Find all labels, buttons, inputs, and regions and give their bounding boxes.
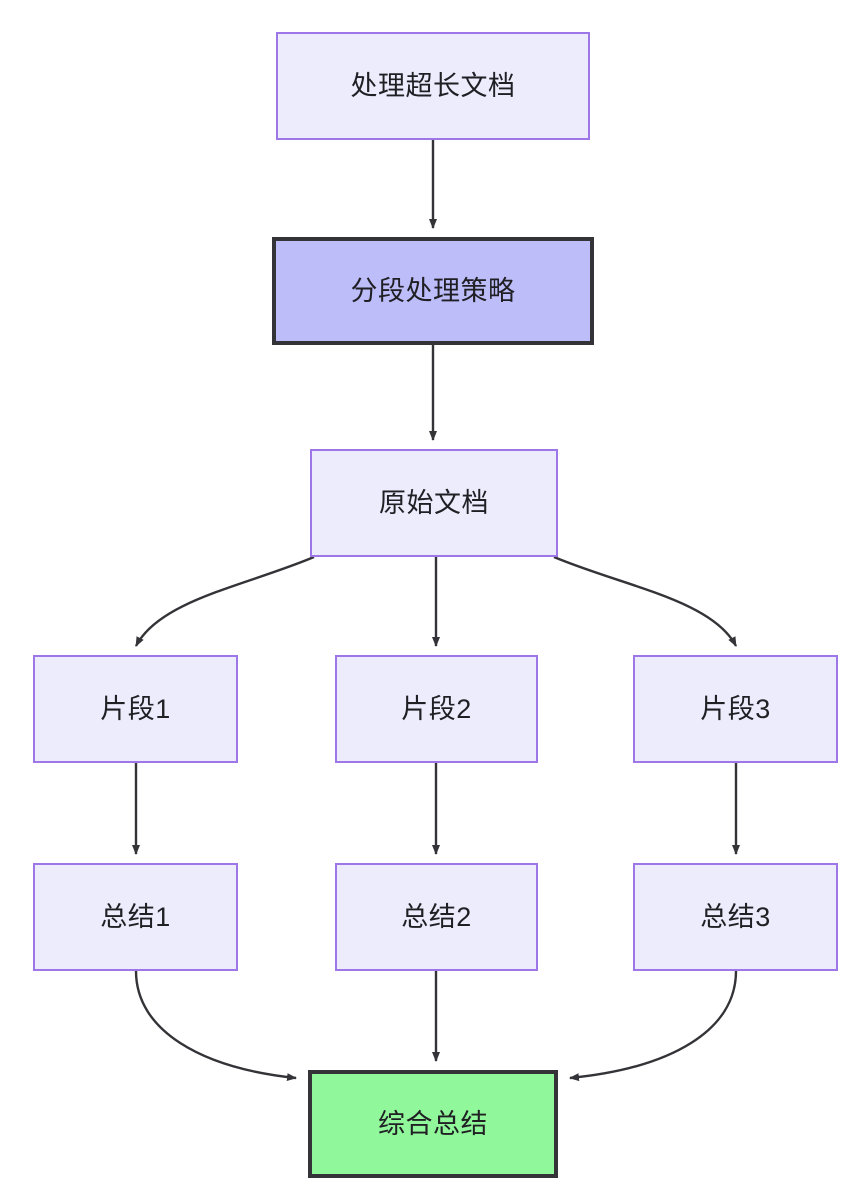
node-summary-1-label: 总结1 [100,901,171,932]
edge-summary-1-to-final [134,970,297,1082]
node-summary-3[interactable]: 总结3 [633,863,838,971]
node-chunk-3-label: 片段3 [700,693,771,724]
node-strategy-label: 分段处理策略 [350,275,516,306]
node-chunk-1[interactable]: 片段1 [33,655,238,763]
edge-summary-3-to-final [569,970,738,1082]
node-summary-3-label: 总结3 [700,901,771,932]
node-summary-2[interactable]: 总结2 [335,863,538,971]
node-summary-2-label: 总结2 [401,901,472,932]
node-summary-1[interactable]: 总结1 [33,863,238,971]
node-chunk-3[interactable]: 片段3 [633,655,838,763]
node-chunk-1-label: 片段1 [100,693,171,724]
node-long-doc[interactable]: 处理超长文档 [276,32,590,140]
node-chunk-2-label: 片段2 [401,693,472,724]
node-long-doc-label: 处理超长文档 [350,70,516,101]
node-source-doc[interactable]: 原始文档 [310,449,558,557]
node-chunk-2[interactable]: 片段2 [335,655,538,763]
node-final-summary[interactable]: 综合总结 [308,1070,558,1178]
node-source-doc-label: 原始文档 [379,487,489,518]
node-final-summary-label: 综合总结 [378,1108,488,1139]
edge-source-doc-to-chunk-3 [553,555,738,647]
edge-source-doc-to-chunk-1 [134,555,315,647]
node-strategy[interactable]: 分段处理策略 [272,237,594,345]
